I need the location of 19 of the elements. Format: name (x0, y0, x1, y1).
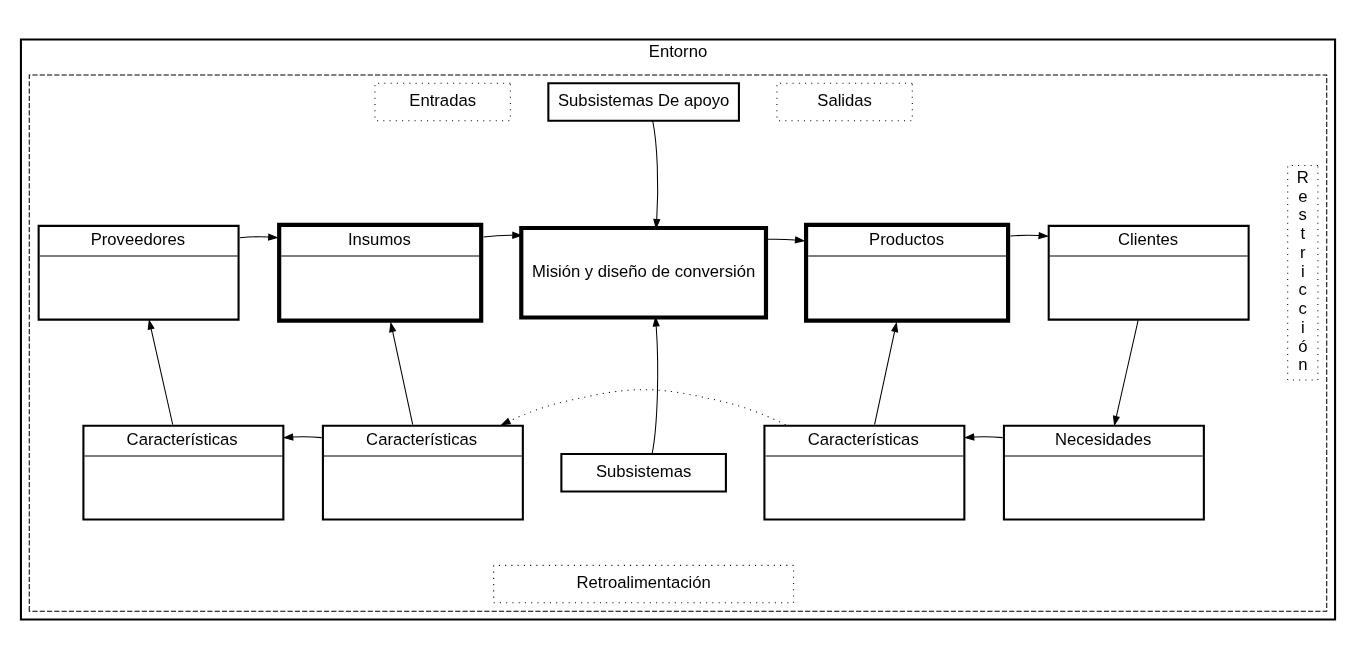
node-box: Subsistemas De apoyo (547, 81, 740, 122)
arrow (239, 232, 279, 241)
arrow (500, 388, 787, 425)
node-box: Salidas (776, 82, 913, 121)
arrow (1009, 231, 1049, 239)
node-box: Subsistemas (560, 452, 727, 492)
arrow (652, 119, 661, 229)
arrow (1112, 319, 1139, 426)
arrow (765, 235, 806, 244)
arrow (282, 432, 323, 441)
node-box: Entradas (374, 82, 511, 121)
arrow (874, 321, 899, 425)
arrow (147, 318, 174, 425)
arrow (389, 321, 414, 425)
arrow (963, 432, 1004, 441)
node-box: Misión y diseño de conversión (519, 225, 769, 320)
arrow (483, 231, 523, 239)
node-box: Retroalimentación (493, 564, 795, 603)
node-box: Restricción (1287, 164, 1319, 380)
